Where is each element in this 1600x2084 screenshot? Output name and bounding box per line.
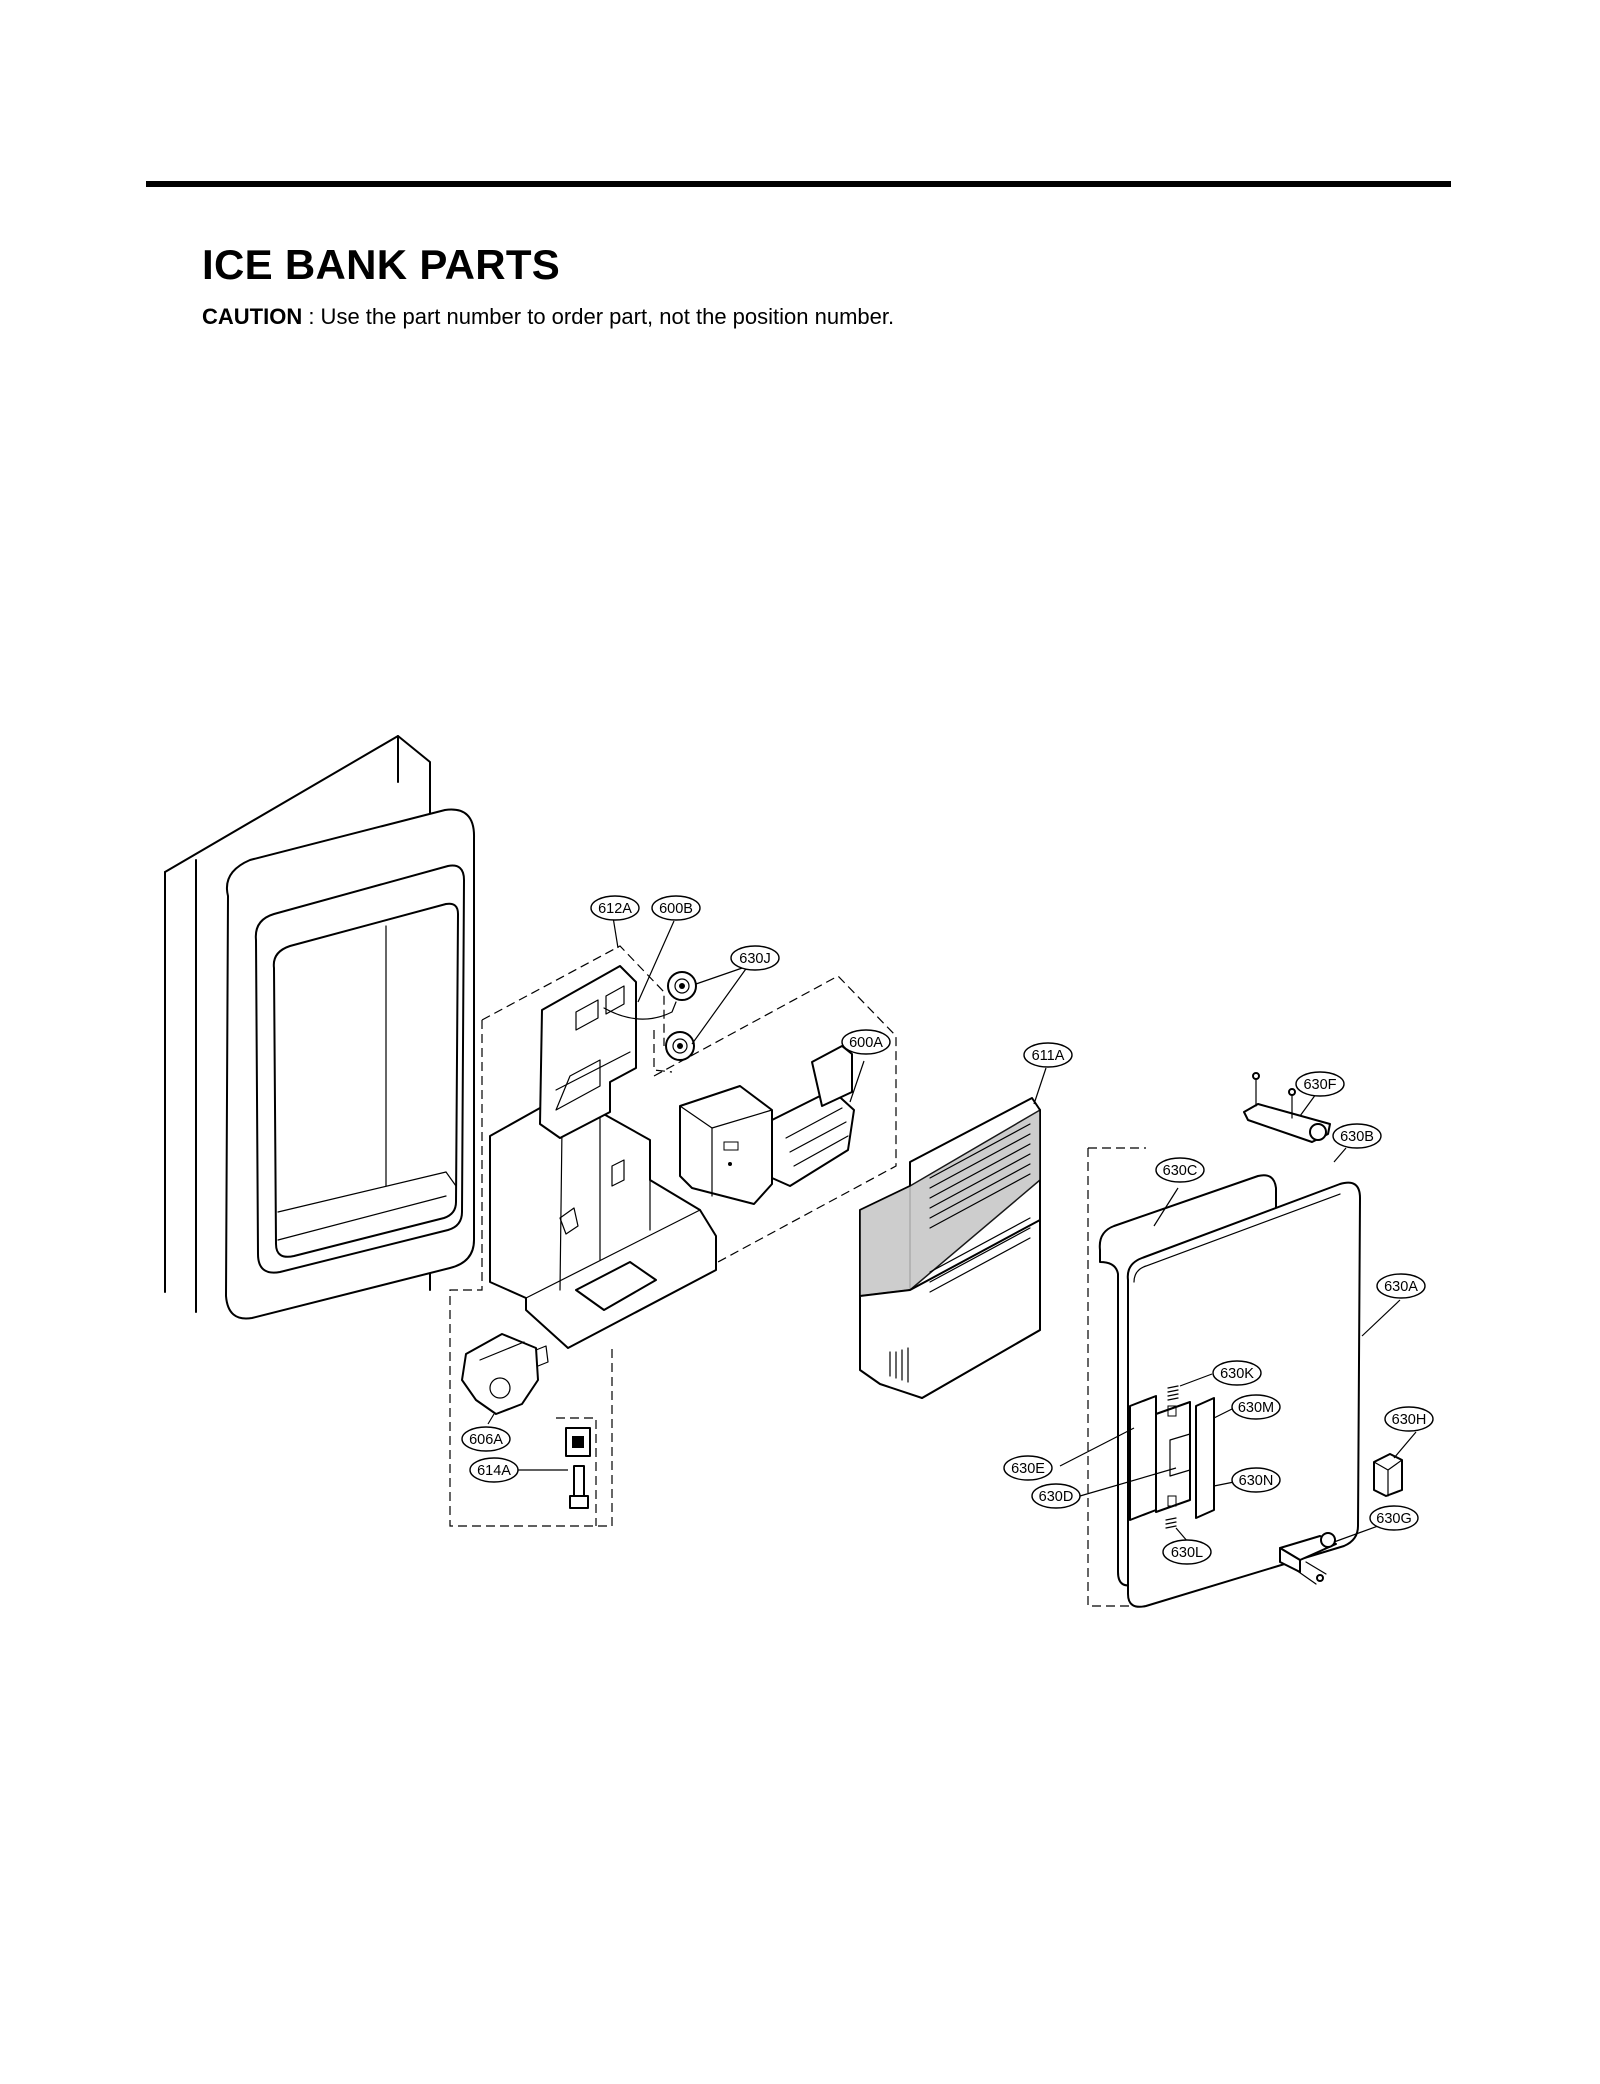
callout-600B: 600B xyxy=(651,895,701,921)
door-handle-assembly xyxy=(1129,1395,1215,1521)
callout-630M: 630M xyxy=(1231,1394,1281,1420)
svg-text:630F: 630F xyxy=(1303,1077,1336,1093)
hinge-cap-icon xyxy=(1373,1453,1403,1497)
caution-text: : Use the part number to order part, not… xyxy=(302,304,895,329)
svg-text:606A: 606A xyxy=(469,1432,503,1448)
callout-630H: 630H xyxy=(1384,1406,1434,1432)
svg-text:612A: 612A xyxy=(598,901,632,917)
callout-612A: 612A xyxy=(590,895,640,921)
ice-bank-cover xyxy=(859,1097,1041,1399)
callout-630N: 630N xyxy=(1231,1467,1281,1493)
callout-630C: 630C xyxy=(1155,1157,1205,1183)
callout-630A: 630A xyxy=(1376,1273,1426,1299)
top-rule xyxy=(146,181,1451,187)
callout-630E: 630E xyxy=(1003,1455,1053,1481)
svg-text:630C: 630C xyxy=(1163,1163,1198,1179)
callout-630D: 630D xyxy=(1031,1483,1081,1509)
page-title: ICE BANK PARTS xyxy=(202,241,561,288)
caution-note: CAUTION : Use the part number to order p… xyxy=(202,306,894,328)
svg-text:611A: 611A xyxy=(1032,1048,1065,1064)
svg-text:630A: 630A xyxy=(1384,1279,1418,1295)
svg-text:630N: 630N xyxy=(1239,1473,1274,1489)
svg-text:630B: 630B xyxy=(1340,1129,1374,1145)
callout-600A: 600A xyxy=(841,1029,891,1055)
door-panel xyxy=(164,735,476,1320)
svg-text:630K: 630K xyxy=(1220,1366,1254,1382)
svg-text:630G: 630G xyxy=(1376,1511,1411,1527)
auger-motor-icon xyxy=(461,1333,549,1415)
svg-text:600B: 600B xyxy=(659,901,693,917)
spring-upper-icon xyxy=(1167,1385,1179,1401)
svg-text:630H: 630H xyxy=(1392,1412,1427,1428)
ice-maker-assembly xyxy=(653,975,897,1263)
callout-630B: 630B xyxy=(1332,1123,1382,1149)
svg-text:630M: 630M xyxy=(1238,1400,1274,1416)
svg-text:614A: 614A xyxy=(477,1463,511,1479)
callout-630K: 630K xyxy=(1212,1360,1262,1386)
wire-harness xyxy=(603,1001,677,1020)
hinge-bracket-top xyxy=(1243,1072,1331,1143)
ice-chute-housing xyxy=(449,945,717,1527)
callout-611A: 611A xyxy=(1023,1042,1073,1068)
svg-text:630E: 630E xyxy=(1011,1461,1045,1477)
leader-lines xyxy=(487,916,1417,1543)
callout-630L: 630L xyxy=(1162,1539,1212,1565)
svg-text:630D: 630D xyxy=(1039,1489,1074,1505)
svg-text:630L: 630L xyxy=(1171,1545,1203,1561)
spring-lower-icon xyxy=(1165,1517,1177,1529)
callout-630F: 630F xyxy=(1295,1071,1345,1097)
callout-606A: 606A xyxy=(461,1426,511,1452)
svg-text:600A: 600A xyxy=(849,1035,883,1051)
svg-text:630J: 630J xyxy=(739,951,770,967)
solenoid-icon xyxy=(556,1417,597,1526)
callout-630G: 630G xyxy=(1369,1505,1419,1531)
callout-614A: 614A xyxy=(469,1457,519,1483)
caution-label: CAUTION xyxy=(202,304,303,329)
hinge-bracket-bottom xyxy=(1279,1532,1337,1585)
callout-630J: 630J xyxy=(730,945,780,971)
switch-upper-icon xyxy=(667,971,697,1001)
switch-lower-icon xyxy=(665,1031,695,1061)
